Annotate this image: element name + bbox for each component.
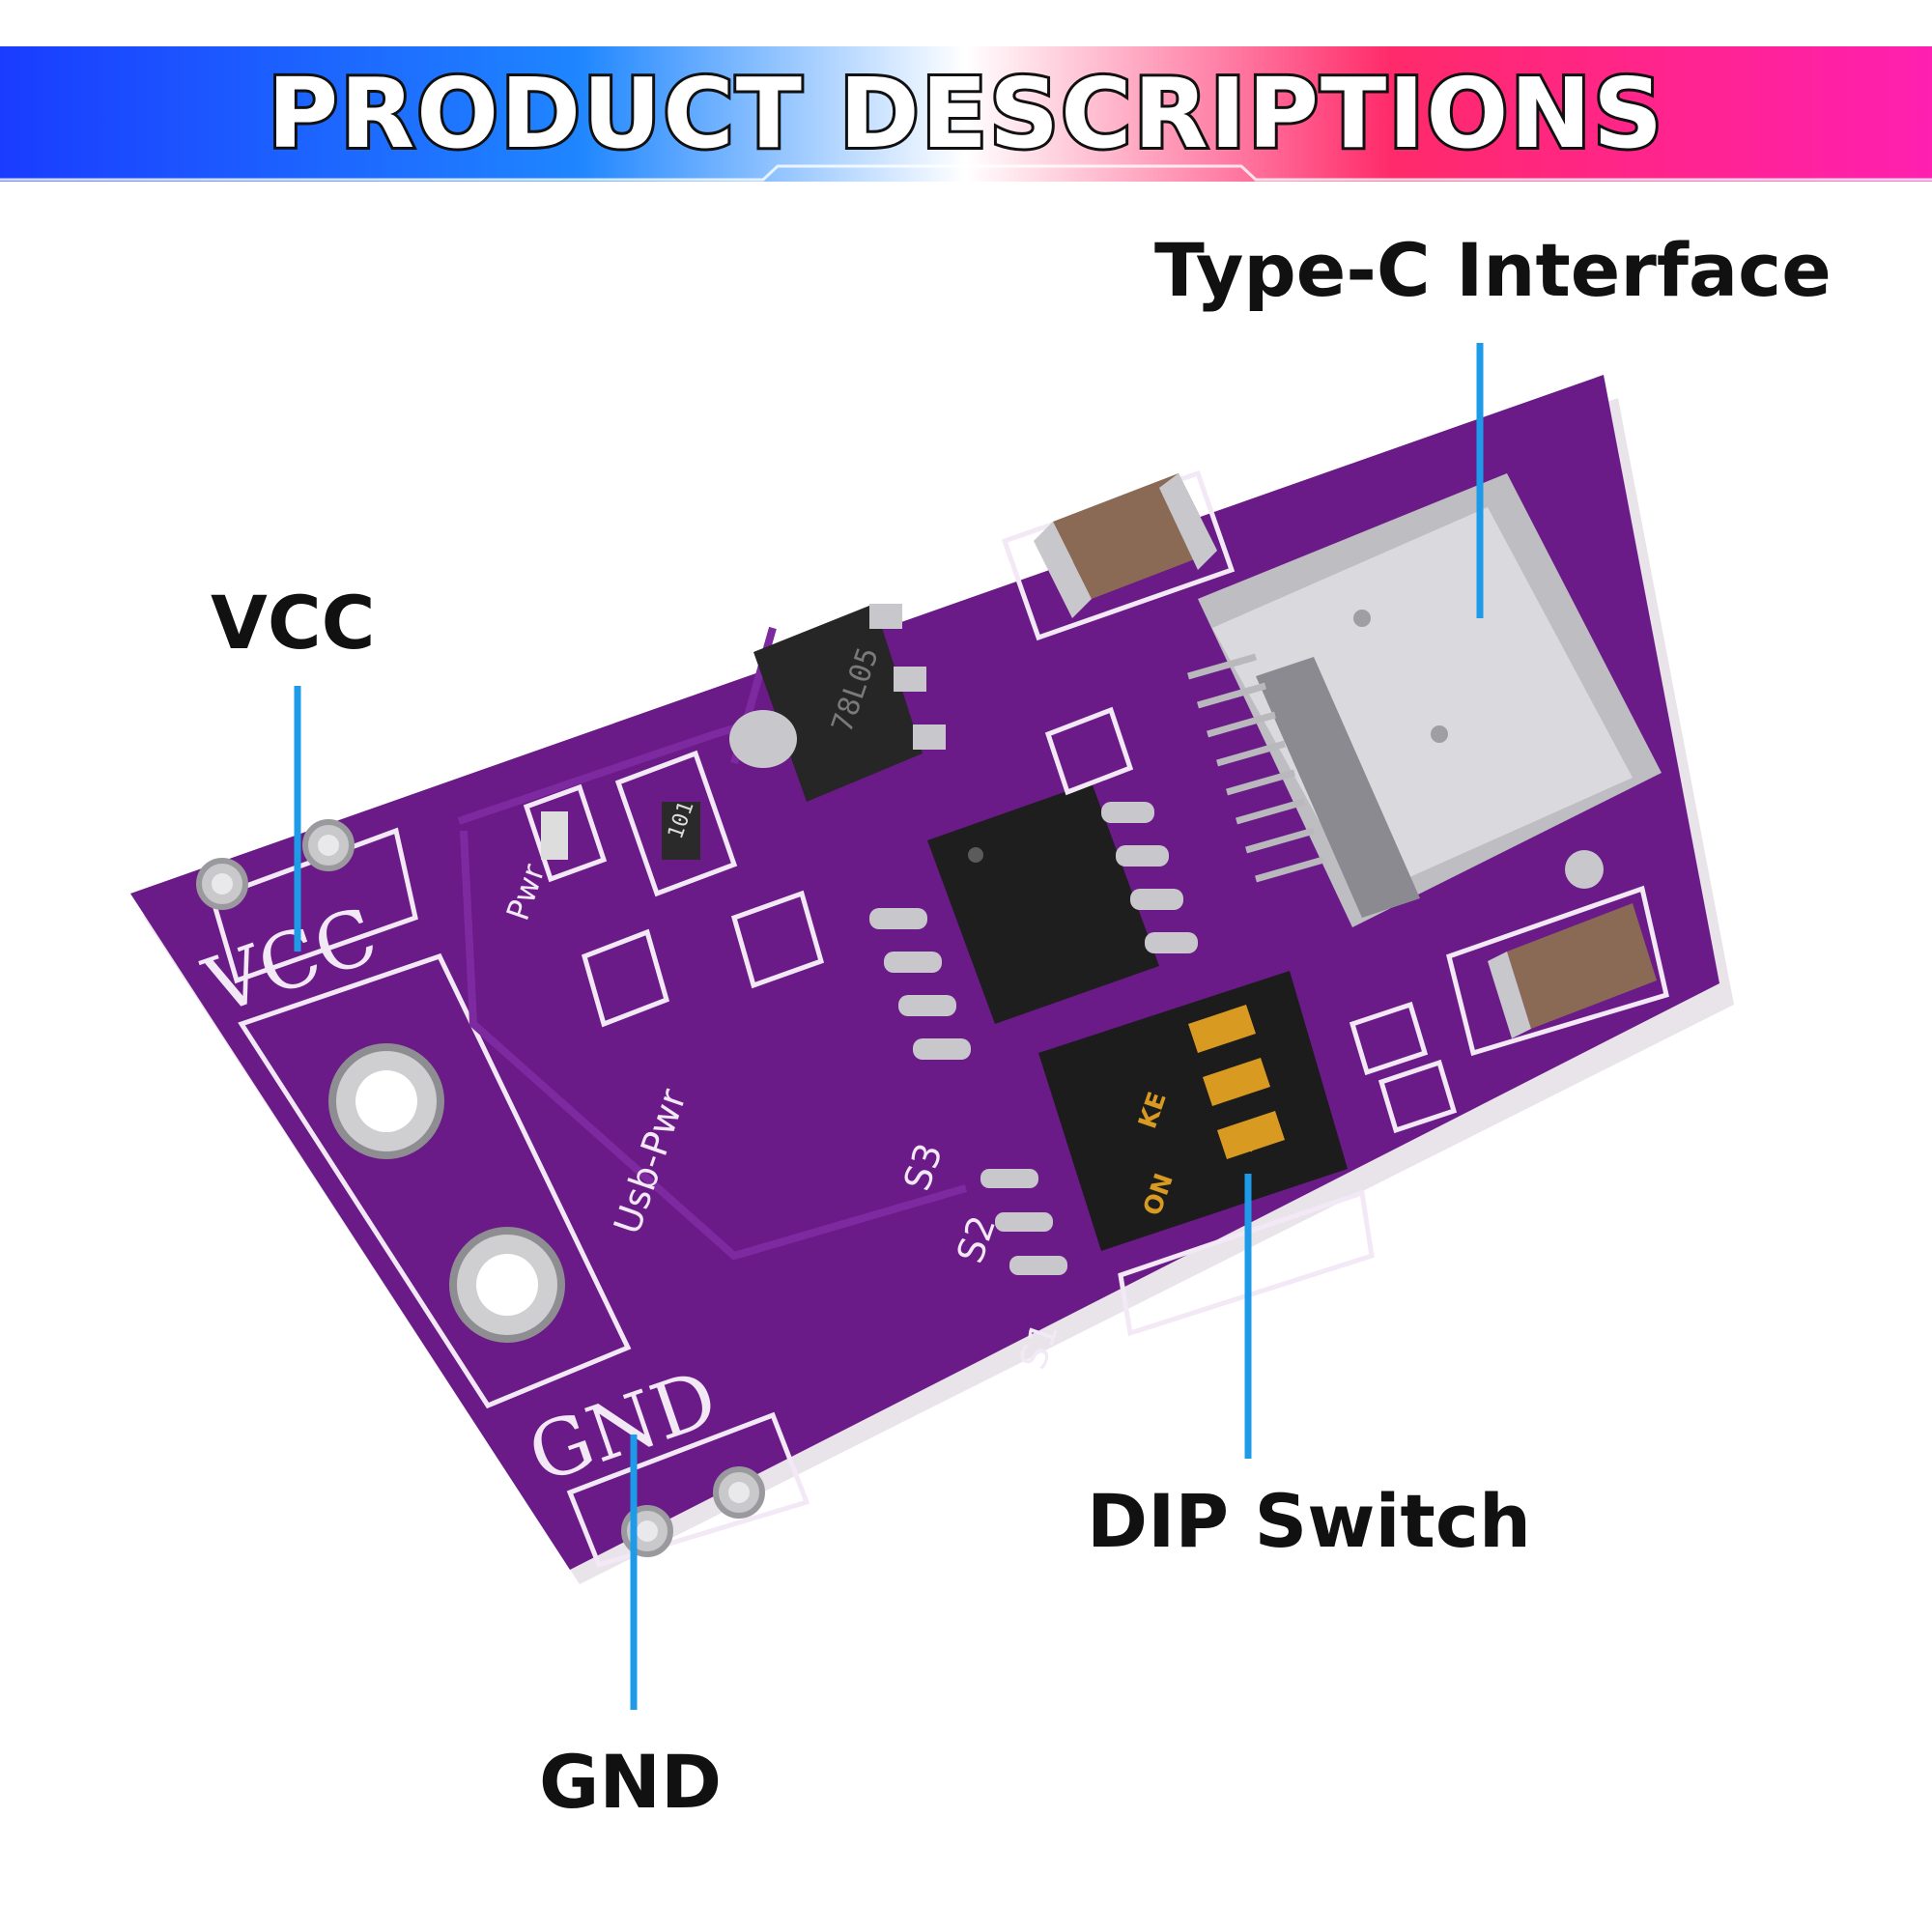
regulator-78l05 xyxy=(729,604,946,802)
banner-gradient xyxy=(0,46,1932,182)
capacitor-right xyxy=(1488,903,1657,1038)
callout-type-c-interface: Type-C Interface xyxy=(1154,227,1832,313)
capacitor-top xyxy=(1034,473,1217,618)
capacitor-frame-right xyxy=(1446,885,1669,1057)
dip-frame xyxy=(1118,1189,1375,1337)
callout-vcc: VCC xyxy=(211,580,376,666)
dip-switch xyxy=(980,971,1348,1275)
header-banner: PRODUCT DESCRIPTIONS xyxy=(0,46,1932,182)
smd-components xyxy=(523,706,1458,1134)
callout-gnd: GND xyxy=(539,1739,723,1825)
ic-chip xyxy=(869,782,1198,1060)
gnd-pad-frame xyxy=(566,1411,810,1569)
terminal-frame xyxy=(238,952,632,1409)
type-c-connector xyxy=(1187,473,1662,927)
callout-dip-switch: DIP Switch xyxy=(1087,1478,1532,1564)
page-title: PRODUCT DESCRIPTIONS xyxy=(265,54,1665,173)
